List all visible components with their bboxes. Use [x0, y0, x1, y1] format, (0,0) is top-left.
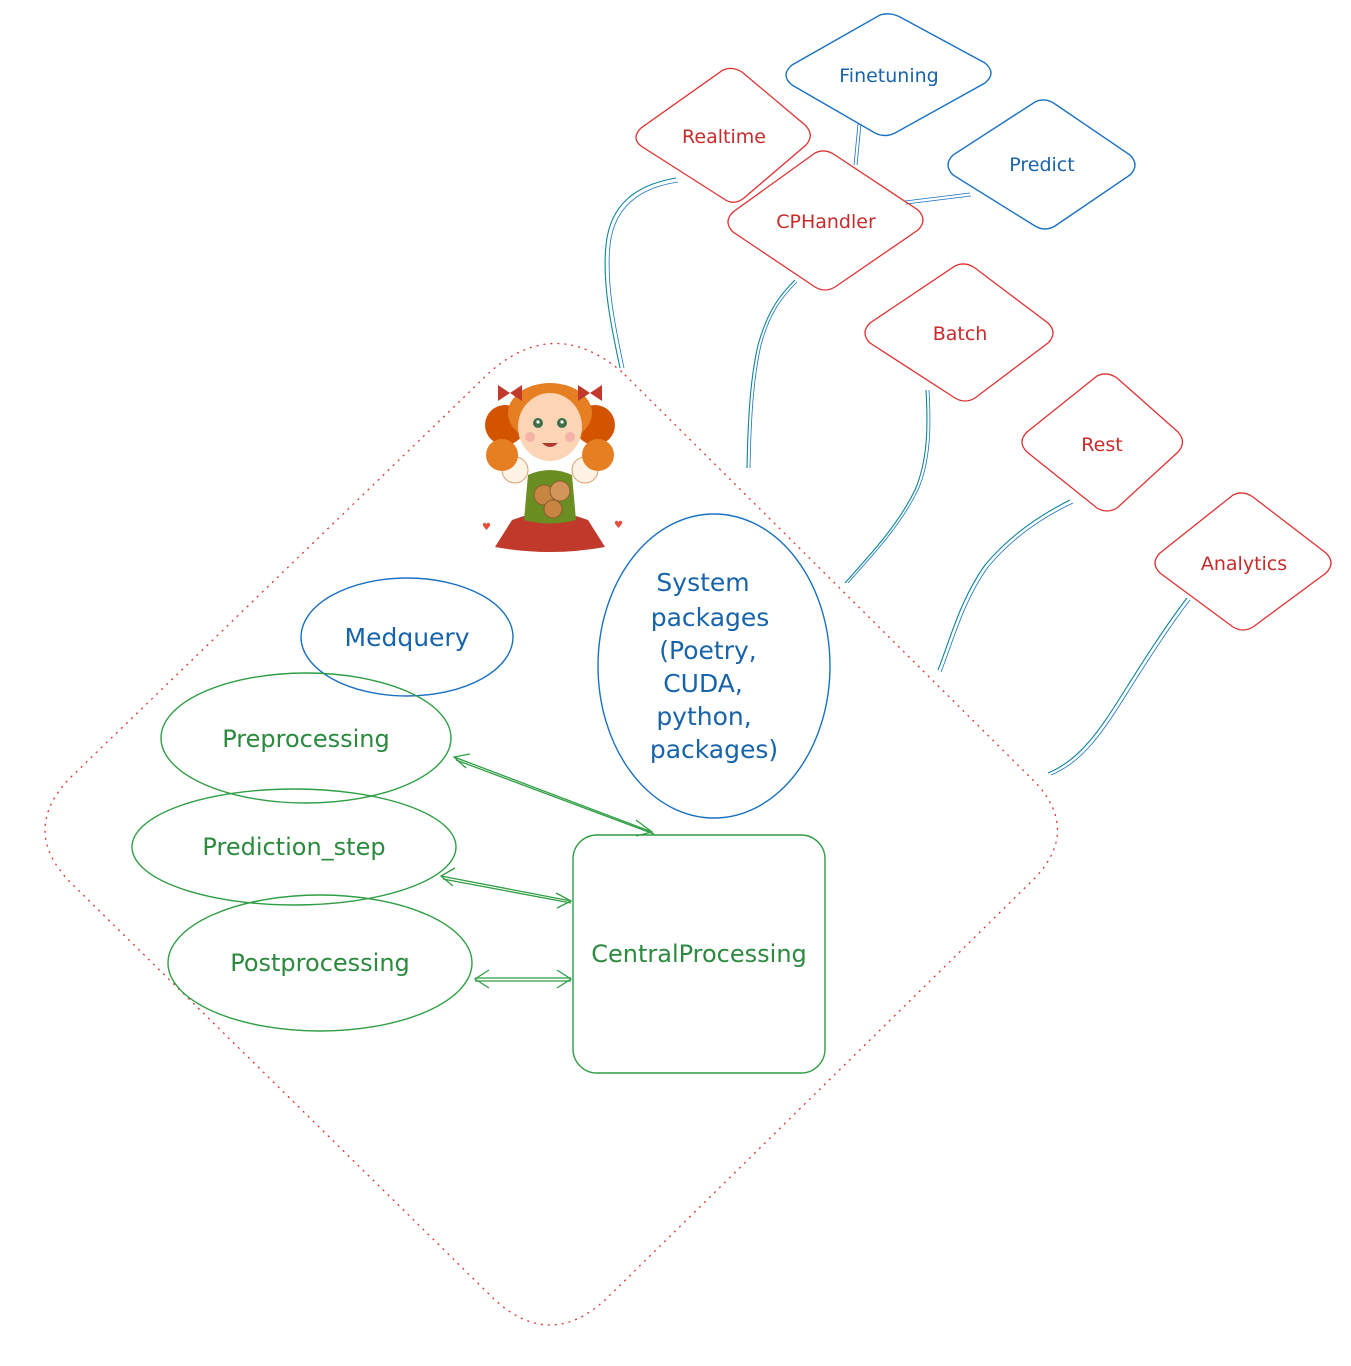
- medquery-node[interactable]: Medquery: [300, 577, 514, 697]
- mascot-illustration: ♥ ♥: [482, 383, 623, 552]
- preprocessing-node[interactable]: Preprocessing: [160, 672, 452, 804]
- system-packages-line: (Poetry,: [659, 636, 756, 665]
- service-boundary: [44, 343, 1058, 1326]
- postprocessing-node[interactable]: Postprocessing: [167, 894, 473, 1032]
- system-packages-line: packages): [650, 735, 778, 764]
- svg-text:♥: ♥: [482, 522, 491, 533]
- analytics-label: Analytics: [1201, 553, 1287, 575]
- realtime-node[interactable]: Realtime: [635, 67, 811, 203]
- system-packages-label: System packages (Poetry, CUDA, python, p…: [650, 568, 778, 764]
- system-packages-line: CUDA,: [663, 669, 743, 698]
- postprocessing-label: Postprocessing: [230, 949, 410, 977]
- batch-label: Batch: [933, 323, 988, 345]
- rest-label: Rest: [1081, 434, 1122, 456]
- prediction-step-node[interactable]: Prediction_step: [131, 788, 457, 906]
- finetuning-label: Finetuning: [839, 65, 938, 87]
- cphandler-node[interactable]: CPHandler: [727, 150, 924, 291]
- predict-label: Predict: [1009, 154, 1074, 176]
- central-processing-node[interactable]: CentralProcessing: [572, 834, 826, 1074]
- prediction-step-label: Prediction_step: [202, 833, 385, 861]
- rest-node[interactable]: Rest: [1021, 373, 1184, 512]
- central-processing-label: CentralProcessing: [591, 940, 807, 968]
- medquery-label: Medquery: [345, 623, 470, 652]
- predict-node[interactable]: Predict: [947, 99, 1136, 230]
- realtime-label: Realtime: [682, 126, 766, 148]
- svg-text:♥: ♥: [614, 520, 623, 531]
- cphandler-label: CPHandler: [776, 211, 876, 233]
- analytics-node[interactable]: Analytics: [1154, 492, 1332, 631]
- finetuning-node[interactable]: Finetuning: [785, 13, 992, 137]
- system-packages-node[interactable]: System packages (Poetry, CUDA, python, p…: [597, 513, 831, 819]
- system-packages-line: python,: [656, 702, 751, 731]
- system-packages-line: packages: [651, 603, 770, 632]
- connectors: [604, 123, 1191, 776]
- preprocessing-label: Preprocessing: [222, 725, 390, 753]
- processing-arrows: [439, 753, 655, 989]
- system-packages-line: System: [656, 568, 749, 597]
- batch-node[interactable]: Batch: [864, 263, 1054, 402]
